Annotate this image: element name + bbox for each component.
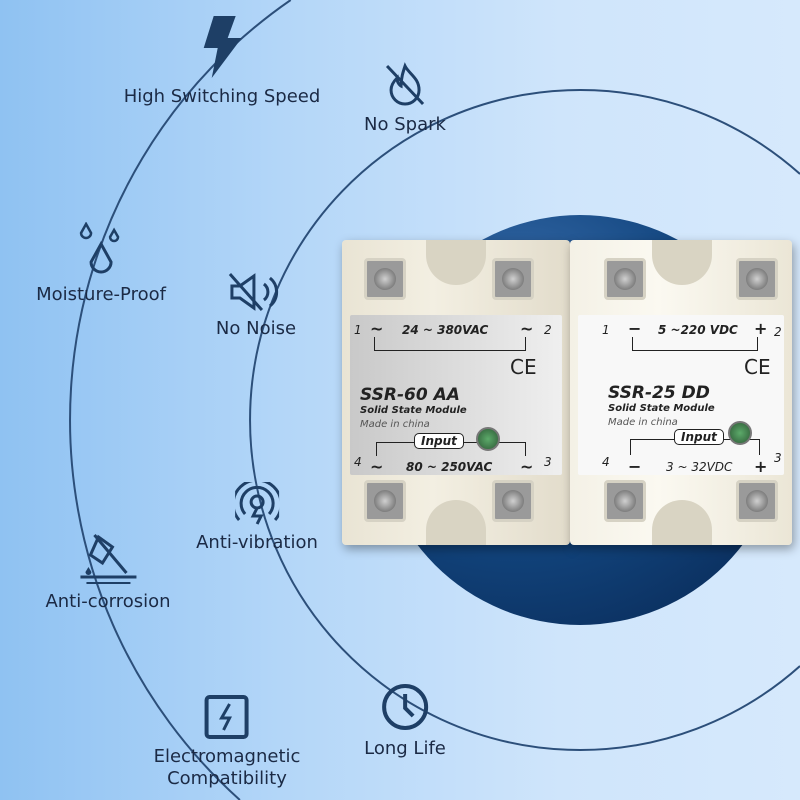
outer-arc <box>69 0 292 800</box>
no-fire-icon <box>385 62 425 106</box>
status-led <box>728 421 752 445</box>
clock-icon <box>381 684 428 730</box>
screw-terminal <box>604 258 646 300</box>
screw-terminal <box>604 480 646 522</box>
screw-terminal <box>736 480 778 522</box>
relay-label-text: ~ <box>520 457 534 476</box>
screw-terminal <box>364 480 406 522</box>
screw-terminal <box>364 258 406 300</box>
relay-label-text: 1 <box>354 323 362 337</box>
relay-label-text: 2 <box>544 323 552 337</box>
feature-high-switching-speed: High Switching Speed <box>124 14 320 108</box>
vibration-icon <box>235 482 279 525</box>
relay-label-text: 1 <box>602 323 610 337</box>
feature-no-spark: No Spark <box>364 62 446 136</box>
speaker-mute-icon <box>228 273 279 311</box>
relay-label-text: Solid State Module <box>608 403 715 414</box>
relay-label-text: Solid State Module <box>360 405 467 416</box>
relay-label-text: SSR-25 DD <box>608 383 710 403</box>
relay-label-text: Input <box>674 429 724 445</box>
relay-label-text: 24 ~ 380VAC <box>402 323 489 337</box>
relay-label-text: ~ <box>370 457 384 476</box>
feature-anti-corrosion: Anti-corrosion <box>45 533 171 613</box>
relay-label-text: Input <box>414 433 464 449</box>
relay-label-text: ~ <box>520 319 534 338</box>
screw-terminal <box>492 480 534 522</box>
relay-label-text: 80 ~ 250VAC <box>406 460 493 474</box>
screw-terminal <box>736 258 778 300</box>
emc-chip-icon <box>204 695 249 739</box>
status-led <box>476 427 500 451</box>
feature-moisture-proof: Moisture-Proof <box>36 222 166 306</box>
relay-label-text: 4 <box>602 455 610 469</box>
relay-label-text: 3 ~ 32VDC <box>666 460 733 474</box>
lightning-bolt-icon <box>204 16 242 78</box>
relay-label-text: ~ <box>370 319 384 338</box>
feature-no-noise: No Noise <box>216 272 296 340</box>
relay-label-text: CE <box>510 355 537 379</box>
relay-label-text: − <box>628 457 642 476</box>
water-drops-icon <box>79 222 120 274</box>
relay-label-text: + <box>754 457 768 476</box>
relay-label-text: Made in china <box>608 417 678 428</box>
corrosion-icon <box>80 534 136 584</box>
inner-arc <box>249 89 800 751</box>
relay-label-text: 4 <box>354 455 362 469</box>
relay-label-text: 5 ~220 VDC <box>658 323 738 337</box>
feature-anti-vibration: Anti-vibration <box>196 482 318 554</box>
screw-terminal <box>492 258 534 300</box>
relay-label-text: 3 <box>774 451 782 465</box>
relay-ssr-60-aa: 1 ~ 24 ~ 380VAC ~ 2 CE SSR-60 AA Solid S… <box>342 240 570 545</box>
relay-ssr-25-dd: 1 − 5 ~220 VDC + 2 CE SSR-25 DD Solid St… <box>570 240 792 545</box>
relay-label: 1 ~ 24 ~ 380VAC ~ 2 CE SSR-60 AA Solid S… <box>350 315 562 476</box>
relay-label-text: CE <box>744 355 771 379</box>
relay-label-text: 2 <box>774 325 782 339</box>
feature-long-life: Long Life <box>364 682 446 760</box>
relay-label-text: Made in china <box>360 419 430 430</box>
relay-label-text: + <box>754 319 768 338</box>
feature-electromagnetic-compatibility: Electromagnetic Compatibility <box>154 694 300 790</box>
relay-label-text: SSR-60 AA <box>360 385 460 405</box>
relay-label-text: 3 <box>544 455 552 469</box>
relay-label-text: − <box>628 319 642 338</box>
relay-label: 1 − 5 ~220 VDC + 2 CE SSR-25 DD Solid St… <box>578 315 784 476</box>
